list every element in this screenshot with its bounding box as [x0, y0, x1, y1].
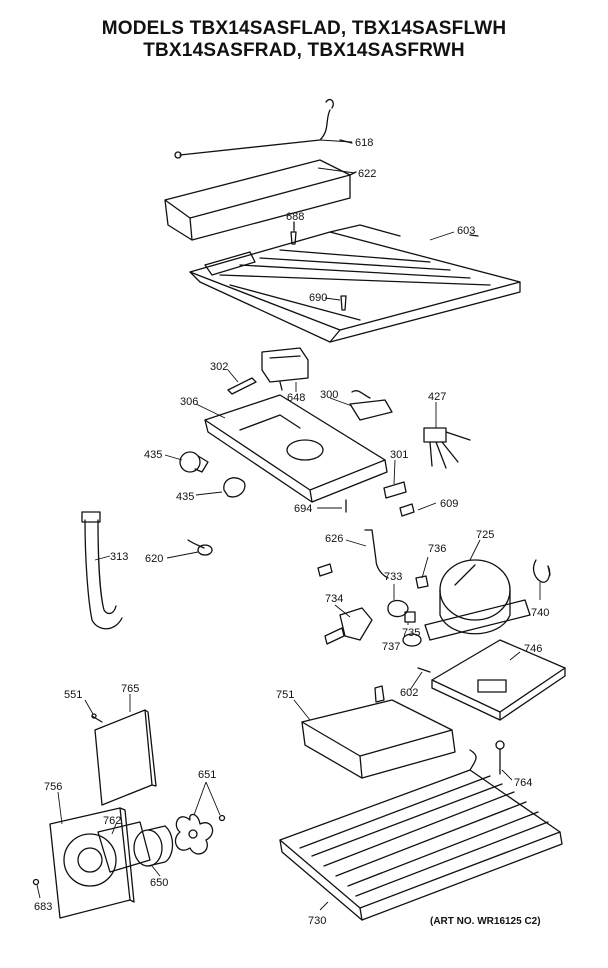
part-650-label: 650: [150, 877, 168, 889]
part-736-label: 736: [428, 543, 446, 555]
part-313-label: 313: [110, 551, 128, 563]
part-313-drawing: [81, 511, 123, 630]
part-302-label: 302: [210, 361, 228, 373]
part-435-socket-drawing: [223, 477, 246, 498]
part-683-label: 683: [34, 901, 52, 913]
part-300-drawing: [349, 390, 393, 421]
part-765-label: 765: [121, 683, 139, 695]
part-602-label: 602: [400, 687, 418, 699]
part-602-drawing: [417, 667, 431, 673]
part-551-label: 551: [64, 689, 82, 701]
part-609-label: 609: [440, 498, 458, 510]
part-551-drawing: [91, 713, 103, 723]
part-740-label: 740: [531, 607, 549, 619]
part-734-drawing: [324, 607, 373, 645]
part-651-drawing: [174, 813, 226, 855]
part-301-label: 301: [390, 449, 408, 461]
part-746-label: 746: [524, 643, 542, 655]
part-690-drawing: [340, 295, 347, 311]
part-764-label: 764: [514, 777, 532, 789]
part-751-label: 751: [276, 689, 294, 701]
part-306-label: 306: [180, 396, 198, 408]
part-435-bulb-drawing: [179, 451, 209, 473]
part-737-label: 737: [382, 641, 400, 653]
part-762-drawing: [97, 821, 151, 873]
part-302-drawing: [227, 377, 257, 395]
part-626-drawing: [317, 529, 389, 579]
part-725-label: 725: [476, 529, 494, 541]
part-427-label: 427: [428, 391, 446, 403]
part-756-drawing: [49, 807, 135, 919]
part-648-drawing: [261, 347, 309, 391]
part-688-label: 688: [286, 211, 304, 223]
part-620-drawing: [187, 539, 213, 556]
part-435-socket-label: 435: [176, 491, 194, 503]
part-688-drawing: [290, 221, 297, 245]
diagram-title-line-1: MODELS TBX14SASFLAD, TBX14SASFLWH: [101, 18, 507, 39]
part-756-label: 756: [44, 781, 62, 793]
part-618-label: 618: [355, 137, 373, 149]
part-751-drawing: [301, 685, 456, 779]
part-626-label: 626: [325, 533, 343, 545]
part-735-label: 735: [402, 627, 420, 639]
part-740-drawing: [532, 559, 551, 583]
part-733-label: 733: [384, 571, 402, 583]
part-648-label: 648: [287, 392, 305, 404]
part-694-label: 694: [294, 503, 312, 515]
part-764-drawing: [495, 740, 505, 775]
part-620-label: 620: [145, 553, 163, 565]
part-301-drawing: [383, 481, 407, 499]
part-730-drawing: [279, 749, 563, 921]
part-746-drawing: [431, 639, 566, 721]
part-618-drawing: [174, 98, 353, 159]
part-435-bulb-label: 435: [144, 449, 162, 461]
part-609-drawing: [399, 503, 415, 517]
part-725-drawing: [424, 559, 531, 641]
art-number: (ART NO. WR16125 C2): [430, 916, 541, 927]
part-651-label: 651: [198, 769, 216, 781]
part-683-drawing: [32, 878, 40, 886]
callout-leaders: [36, 139, 541, 911]
part-603-label: 603: [457, 225, 475, 237]
part-737-drawing: [402, 633, 422, 647]
part-730-label: 730: [308, 915, 326, 927]
part-735-drawing: [404, 611, 416, 623]
part-733-drawing: [387, 599, 409, 618]
part-650-drawing: [133, 825, 174, 867]
part-306-drawing: [204, 394, 388, 503]
part-622-label: 622: [358, 168, 376, 180]
part-734-label: 734: [325, 593, 343, 605]
part-622-drawing: [164, 159, 357, 241]
part-690-label: 690: [309, 292, 327, 304]
part-603-drawing: [189, 224, 521, 343]
part-765-drawing: [94, 709, 157, 806]
part-number-labels: 618 622 688 603 690 302 648 300 427 306 …: [34, 137, 549, 927]
part-427-drawing: [423, 427, 471, 469]
diagram-title-line-2: TBX14SASFRAD, TBX14SASFRWH: [143, 40, 465, 61]
part-300-label: 300: [320, 389, 338, 401]
part-762-label: 762: [103, 815, 121, 827]
